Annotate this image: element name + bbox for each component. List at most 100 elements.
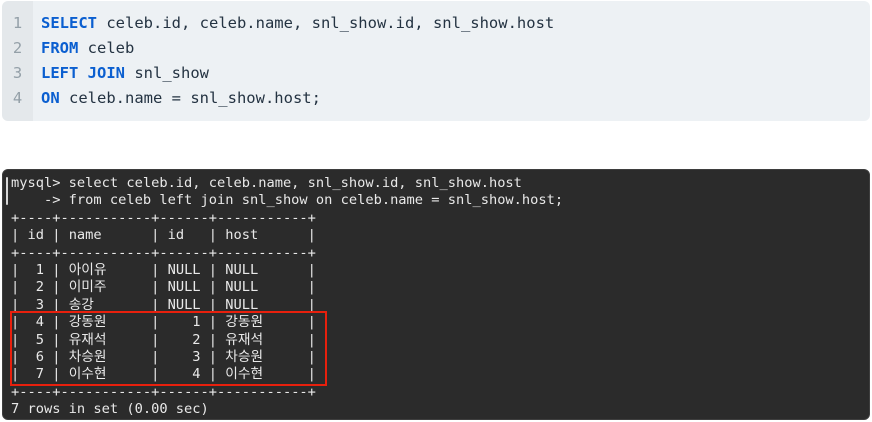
table-cell: 2 — [19, 279, 53, 296]
table-cell: ------ — [159, 244, 209, 261]
table-cell: ---- — [19, 209, 53, 226]
column-separator: | — [52, 331, 61, 348]
column-separator: | — [11, 348, 20, 365]
table-border-row: +----+-----------+------+-----------+ — [11, 210, 861, 227]
table-cell: NULL — [159, 261, 209, 278]
column-separator: + — [11, 244, 20, 261]
column-separator: | — [208, 261, 218, 278]
table-cell: ---- — [19, 383, 53, 400]
column-separator: + — [307, 244, 316, 261]
table-row: | 7 | 이수현 | 4 | 이수현 | — [11, 366, 861, 383]
table-cell: id — [159, 227, 209, 244]
column-separator: | — [52, 227, 61, 244]
column-separator: | — [11, 261, 20, 278]
column-separator: + — [208, 244, 218, 261]
table-cell: 이수현 — [217, 366, 297, 383]
column-separator: | — [11, 314, 20, 331]
column-separator: | — [208, 314, 218, 331]
column-separator: + — [52, 244, 61, 261]
table-cell: NULL — [217, 261, 308, 278]
code-line: 1 SELECT celeb.id, celeb.name, snl_show.i… — [2, 11, 870, 36]
line-number: 3 — [12, 64, 23, 82]
table-cell: 유재석 — [60, 331, 140, 348]
column-separator: | — [52, 366, 61, 383]
table-row-content: | 7 | 이수현 | 4 | 이수현 | — [11, 366, 316, 383]
column-separator: | — [307, 348, 316, 365]
table-cell: ----------- — [217, 209, 308, 226]
column-separator: + — [11, 383, 20, 400]
column-separator: | — [11, 366, 20, 383]
sql-keyword: LEFT JOIN — [41, 64, 125, 82]
column-separator: | — [11, 331, 20, 348]
column-separator: | — [307, 261, 316, 278]
code-line: 2 FROM celeb — [2, 36, 870, 61]
column-separator: | — [52, 279, 61, 296]
sql-keyword: ON — [41, 89, 60, 107]
code-line-content: SELECT celeb.id, celeb.name, snl_show.id… — [33, 11, 554, 36]
sql-text: snl_show — [125, 64, 209, 82]
table-cell: NULL — [217, 279, 308, 296]
column-separator: + — [52, 383, 61, 400]
table-cell: 1 — [159, 314, 209, 331]
line-number: 2 — [12, 39, 23, 57]
column-separator: | — [208, 279, 218, 296]
table-cell: 7 — [19, 366, 53, 383]
table-cell: NULL — [159, 296, 209, 313]
column-separator: + — [307, 209, 316, 226]
table-cell: ------ — [159, 209, 209, 226]
sql-text: celeb.name = snl_show.host; — [59, 89, 321, 107]
column-separator: | — [307, 279, 316, 296]
table-cell: 5 — [19, 331, 53, 348]
table-row-content: | id | name | id | host | — [11, 227, 316, 244]
table-cell: ----------- — [217, 244, 308, 261]
table-row-content: | 6 | 차승원 | 3 | 차승원 | — [11, 349, 316, 366]
table-cell: NULL — [159, 279, 209, 296]
column-separator: + — [208, 209, 218, 226]
table-cell: 이미주 — [60, 279, 140, 296]
terminal-window[interactable]: mysql> select celeb.id, celeb.name, snl_… — [2, 169, 870, 420]
terminal-query-line-2: -> from celeb left join snl_show on cele… — [11, 192, 564, 209]
column-separator: + — [11, 209, 20, 226]
table-row-content: | 4 | 강동원 | 1 | 강동원 | — [11, 314, 316, 331]
table-row-content: | 3 | 송강 | NULL | NULL | — [11, 297, 316, 314]
column-separator: | — [151, 296, 160, 313]
table-row: | 4 | 강동원 | 1 | 강동원 | — [11, 314, 861, 331]
column-separator: | — [307, 227, 316, 244]
column-separator: | — [208, 331, 218, 348]
column-separator: | — [307, 366, 316, 383]
column-separator: | — [52, 314, 61, 331]
table-cell: 6 — [19, 348, 53, 365]
column-separator: | — [151, 314, 160, 331]
line-number: 1 — [12, 14, 23, 32]
code-line-content: FROM celeb — [33, 36, 134, 61]
terminal-status-line: 7 rows in set (0.00 sec) — [11, 401, 209, 418]
table-cell: ----------- — [60, 383, 152, 400]
sql-keyword: SELECT — [41, 14, 97, 32]
column-separator: | — [151, 366, 160, 383]
table-row: | 5 | 유재석 | 2 | 유재석 | — [11, 332, 861, 349]
table-row: | 1 | 아이유 | NULL | NULL | — [11, 262, 861, 279]
table-cell: ----------- — [60, 209, 152, 226]
table-row-content: | 5 | 유재석 | 2 | 유재석 | — [11, 332, 316, 349]
terminal-result-table: +----+-----------+------+-----------+| i… — [11, 210, 861, 401]
table-cell: ----------- — [60, 244, 152, 261]
table-row-content: +----+-----------+------+-----------+ — [11, 384, 316, 401]
column-separator: + — [151, 244, 160, 261]
code-line-content: ON celeb.name = snl_show.host; — [33, 86, 321, 111]
table-row-content: | 1 | 아이유 | NULL | NULL | — [11, 262, 316, 279]
prompt-marker — [6, 177, 8, 205]
table-cell: 이수현 — [60, 366, 140, 383]
column-separator: | — [11, 227, 20, 244]
table-cell: 차승원 — [217, 348, 297, 365]
table-cell: 강동원 — [60, 314, 140, 331]
column-separator: | — [208, 227, 218, 244]
table-cell: ----------- — [217, 383, 308, 400]
column-separator: | — [307, 296, 316, 313]
column-separator: | — [151, 227, 160, 244]
table-cell: 4 — [19, 314, 53, 331]
table-row-content: | 2 | 이미주 | NULL | NULL | — [11, 279, 316, 296]
column-separator: + — [151, 383, 160, 400]
table-cell: 3 — [159, 348, 209, 365]
table-cell: ------ — [159, 383, 209, 400]
